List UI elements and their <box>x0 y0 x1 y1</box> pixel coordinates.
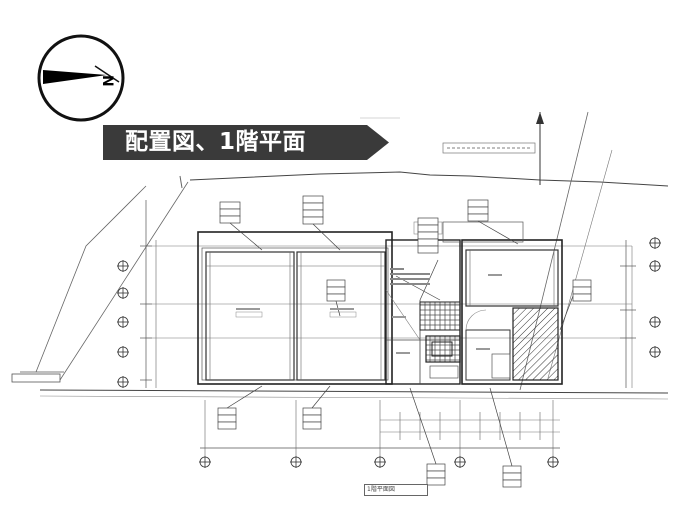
street-label-box <box>11 373 61 383</box>
banner-arrow-shape <box>103 125 389 160</box>
north-arrow-compass: N <box>37 34 125 122</box>
legend-box <box>442 142 536 154</box>
building-central-outline <box>385 239 461 385</box>
stair-core <box>419 301 461 331</box>
compass-pointer <box>43 70 107 84</box>
room-west-1 <box>205 251 295 381</box>
site-boundary-top <box>189 171 669 187</box>
grid-markers-right <box>649 237 661 358</box>
grid-markers-bottom <box>199 456 559 468</box>
site-boundary-west <box>59 181 189 381</box>
grid-markers-left <box>117 260 129 388</box>
building-east-outline <box>461 239 563 385</box>
site-boundary-bottom <box>39 389 669 394</box>
room-east-upper <box>465 249 559 307</box>
room-east-lower <box>465 329 511 381</box>
page-title: 配置図、1階平面 <box>125 129 307 155</box>
annotation-tags <box>217 195 592 488</box>
building-west-outline <box>197 231 393 385</box>
hatched-area <box>512 307 559 381</box>
plan-caption: 1階平面図 <box>364 484 428 496</box>
room-west-2 <box>296 251 386 381</box>
north-label: N <box>99 75 115 87</box>
title-banner: 配置図、1階平面 <box>103 121 389 164</box>
elevator-core <box>425 335 461 363</box>
